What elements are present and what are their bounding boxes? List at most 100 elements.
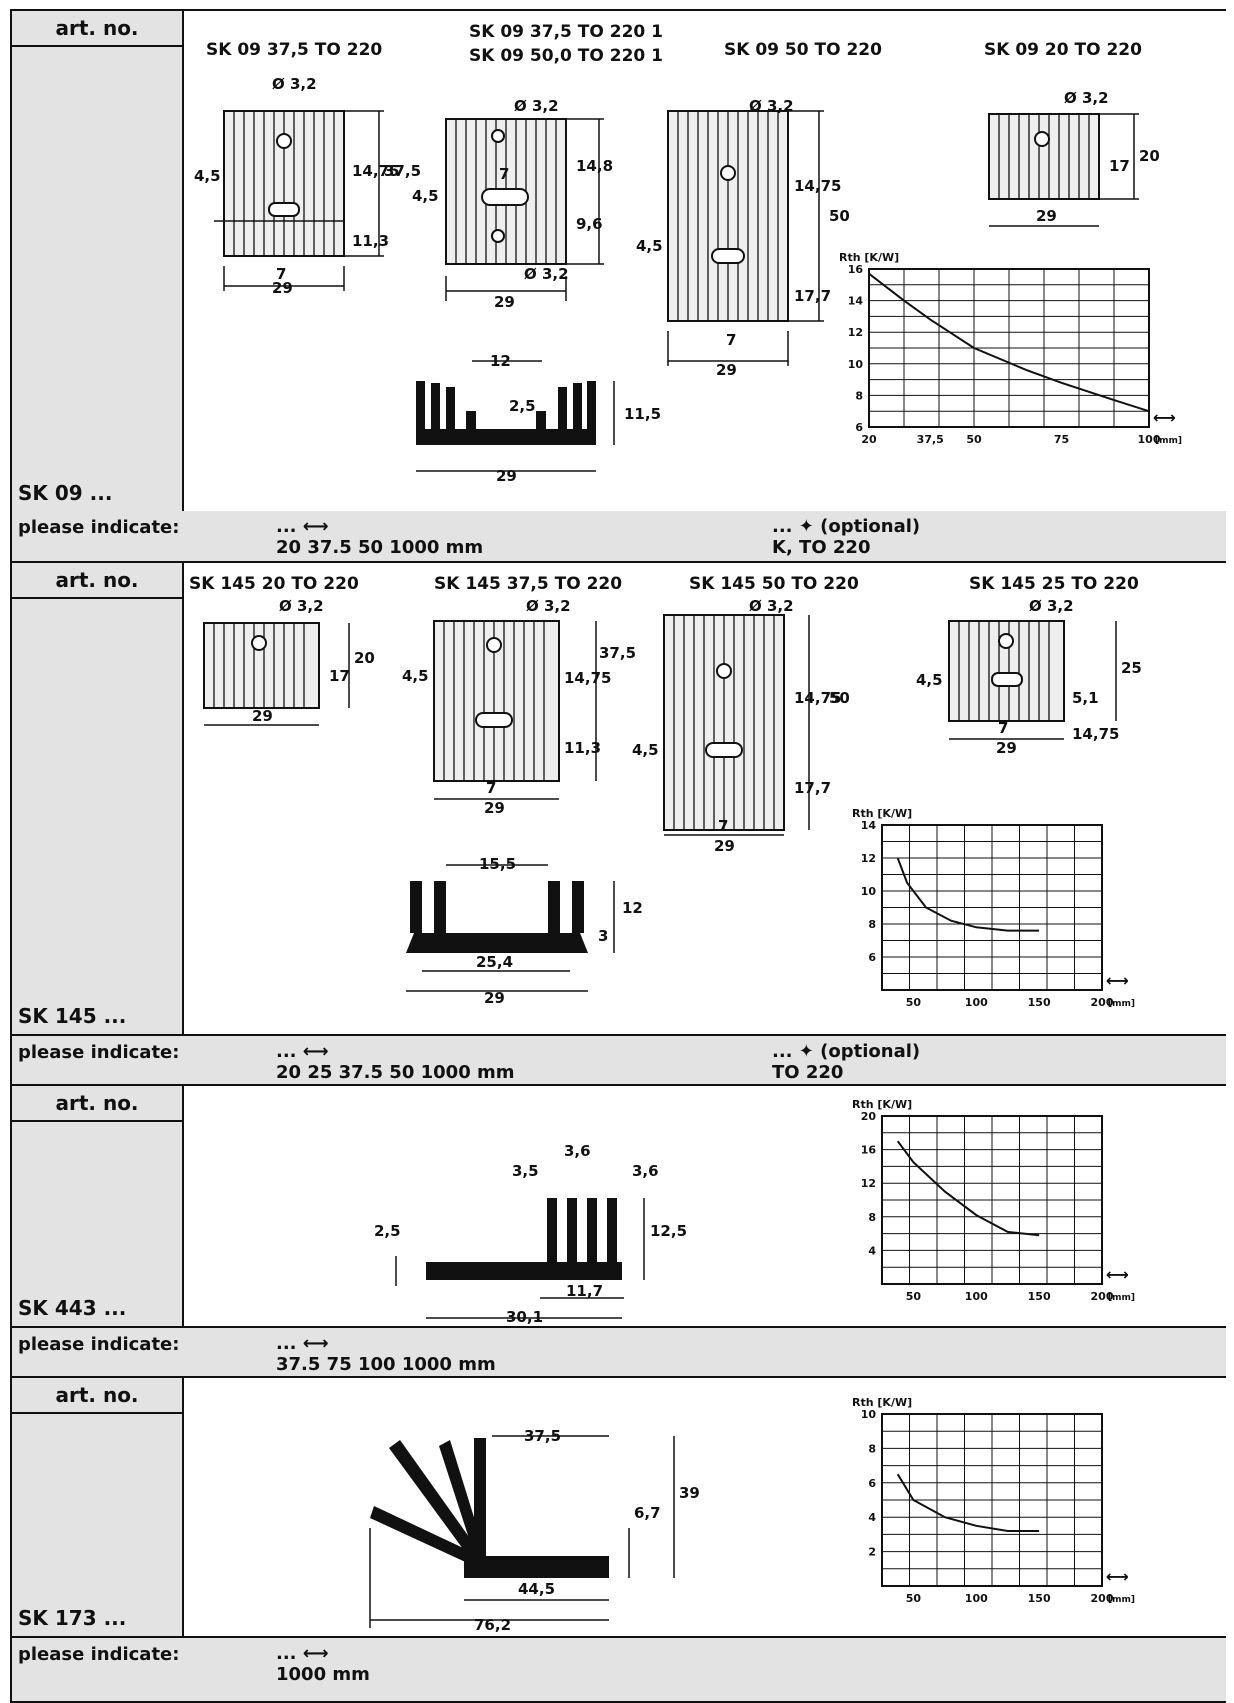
y-tick-label: 4 <box>868 1511 876 1524</box>
dim: 7 <box>998 719 1008 737</box>
length-arrow-icon: ⟷ <box>1106 971 1129 990</box>
dim: 4,5 <box>412 187 439 205</box>
option-label: (optional) <box>820 516 921 537</box>
x-axis-label: [mm] <box>1108 1595 1135 1605</box>
section-sk09: art. no. SK 09 ... SK 09 37,5 TO 220 SK … <box>12 11 1226 513</box>
x-tick-label: 20 <box>861 433 877 446</box>
x-tick-label: 75 <box>1054 433 1069 446</box>
sku-label: SK 145 ... <box>18 1004 127 1028</box>
dim: 25,4 <box>476 953 513 971</box>
length-prefix-dots: ... <box>276 1333 297 1354</box>
x-tick-label: 200 <box>1091 1592 1114 1605</box>
section-sk443: art. no. SK 443 ... 3,6 3,6 3,5 2,5 12,5 <box>12 1086 1226 1328</box>
dim: 29 <box>272 279 293 297</box>
y-tick-label: 8 <box>868 1442 876 1455</box>
dim: 29 <box>494 293 515 311</box>
profile-cross-section-sk09 <box>416 381 596 445</box>
x-tick-label: 50 <box>966 433 982 446</box>
heatsink-drawing-3 <box>667 110 824 366</box>
heatsink-drawing-7 <box>663 614 810 836</box>
rth-curve <box>896 1473 1040 1532</box>
length-prefix-dots: ... <box>276 516 297 537</box>
length-arrow-icon: ⟷ <box>1106 1567 1129 1586</box>
x-tick-label: 100 <box>965 1290 988 1303</box>
profile-cross-section-sk173 <box>370 1438 609 1578</box>
drawings-area: SK 09 37,5 TO 220 SK 09 37,5 TO 220 1 SK… <box>184 11 1226 511</box>
dim: 11,5 <box>624 405 661 423</box>
dim: 11,7 <box>566 1282 603 1300</box>
dim: 4,5 <box>194 167 221 185</box>
x-tick-label: 37,5 <box>917 433 944 446</box>
please-indicate-label: please indicate: <box>18 1334 180 1355</box>
dim: 7 <box>718 817 728 835</box>
y-tick-label: 16 <box>848 263 864 276</box>
art-no-label: art. no. <box>12 1086 182 1122</box>
y-axis-label: Rth [K/W] <box>852 1098 912 1111</box>
x-tick-label: 100 <box>965 996 988 1009</box>
length-icon: ⟷ <box>302 1041 329 1062</box>
option-label: (optional) <box>820 1041 921 1062</box>
dim: 29 <box>484 989 505 1007</box>
dim: 11,3 <box>352 232 389 250</box>
dim: 14,75 <box>564 669 611 687</box>
y-axis-label: Rth [K/W] <box>852 1396 912 1409</box>
dim: 29 <box>484 799 505 817</box>
dim: 20 <box>1139 147 1160 165</box>
heatsink-drawing-5 <box>203 622 350 726</box>
option-line: ... ✦ (optional) <box>772 516 920 537</box>
datasheet: art. no. SK 09 ... SK 09 37,5 TO 220 SK … <box>10 9 1226 1703</box>
length-prefix: ... ⟷ <box>276 1643 329 1664</box>
dim: Ø 3,2 <box>1064 89 1109 107</box>
drawings-sk145: SK 145 20 TO 220 SK 145 37,5 TO 220 SK 1… <box>189 574 1142 1009</box>
dim: 17,7 <box>794 779 831 797</box>
dim: 29 <box>714 837 735 855</box>
art-no-label: art. no. <box>12 1378 182 1414</box>
dim: 50 <box>829 689 850 707</box>
drawings-sk09: SK 09 37,5 TO 220 SK 09 37,5 TO 220 1 SK… <box>194 22 1182 485</box>
dim: Ø 3,2 <box>514 97 559 115</box>
title-sk09-20: SK 09 20 TO 220 <box>984 40 1142 60</box>
length-options: 20 37.5 50 1000 mm <box>276 537 484 558</box>
y-tick-label: 10 <box>861 1408 877 1421</box>
profile-cross-section-sk145 <box>406 881 588 953</box>
y-tick-label: 10 <box>848 358 864 371</box>
y-tick-label: 16 <box>861 1144 877 1157</box>
please-indicate-row-sk145: please indicate: ... ⟷ 20 25 37.5 50 100… <box>12 1036 1226 1086</box>
label-column: art. no. SK 443 ... <box>12 1086 184 1326</box>
title-sk145-37: SK 145 37,5 TO 220 <box>434 574 622 594</box>
dim: 12,5 <box>650 1222 687 1240</box>
dim: 29 <box>496 467 517 485</box>
y-tick-label: 6 <box>868 1477 876 1490</box>
x-tick-label: 50 <box>906 996 922 1009</box>
dim: 14,75 <box>1072 725 1119 743</box>
length-arrow-icon: ⟷ <box>1106 1265 1129 1284</box>
label-column: art. no. SK 09 ... <box>12 11 184 511</box>
heatsink-drawing-4 <box>988 113 1139 227</box>
dim: 20 <box>354 649 375 667</box>
sku-label: SK 09 ... <box>18 481 113 505</box>
x-tick-label: 50 <box>906 1290 922 1303</box>
y-tick-label: 6 <box>855 421 863 434</box>
profile-cross-section-sk443 <box>426 1198 622 1280</box>
x-tick-label: 150 <box>1028 996 1051 1009</box>
please-indicate-row-sk09: please indicate: ... ⟷ 20 37.5 50 1000 m… <box>12 511 1226 563</box>
transistor-icon: ✦ <box>798 516 814 537</box>
title-sk145-25: SK 145 25 TO 220 <box>969 574 1139 594</box>
dim: 29 <box>996 739 1017 757</box>
dim: 14,75 <box>352 162 399 180</box>
option-value: K, TO 220 <box>772 537 871 558</box>
dim: Ø 3,2 <box>1029 597 1074 615</box>
x-axis-label: [mm] <box>1108 1293 1135 1303</box>
dim: 29 <box>716 361 737 379</box>
heatsink-drawing-8 <box>948 620 1117 740</box>
sku-label: SK 443 ... <box>18 1296 127 1320</box>
please-indicate-row-sk173: please indicate: ... ⟷ 1000 mm <box>12 1638 1226 1703</box>
transistor-icon: ✦ <box>798 1041 814 1062</box>
dim: 2,5 <box>509 397 536 415</box>
rth-curve <box>896 857 1040 932</box>
y-tick-label: 6 <box>868 951 876 964</box>
y-tick-label: 14 <box>848 295 864 308</box>
length-prefix: ... ⟷ <box>276 516 329 537</box>
